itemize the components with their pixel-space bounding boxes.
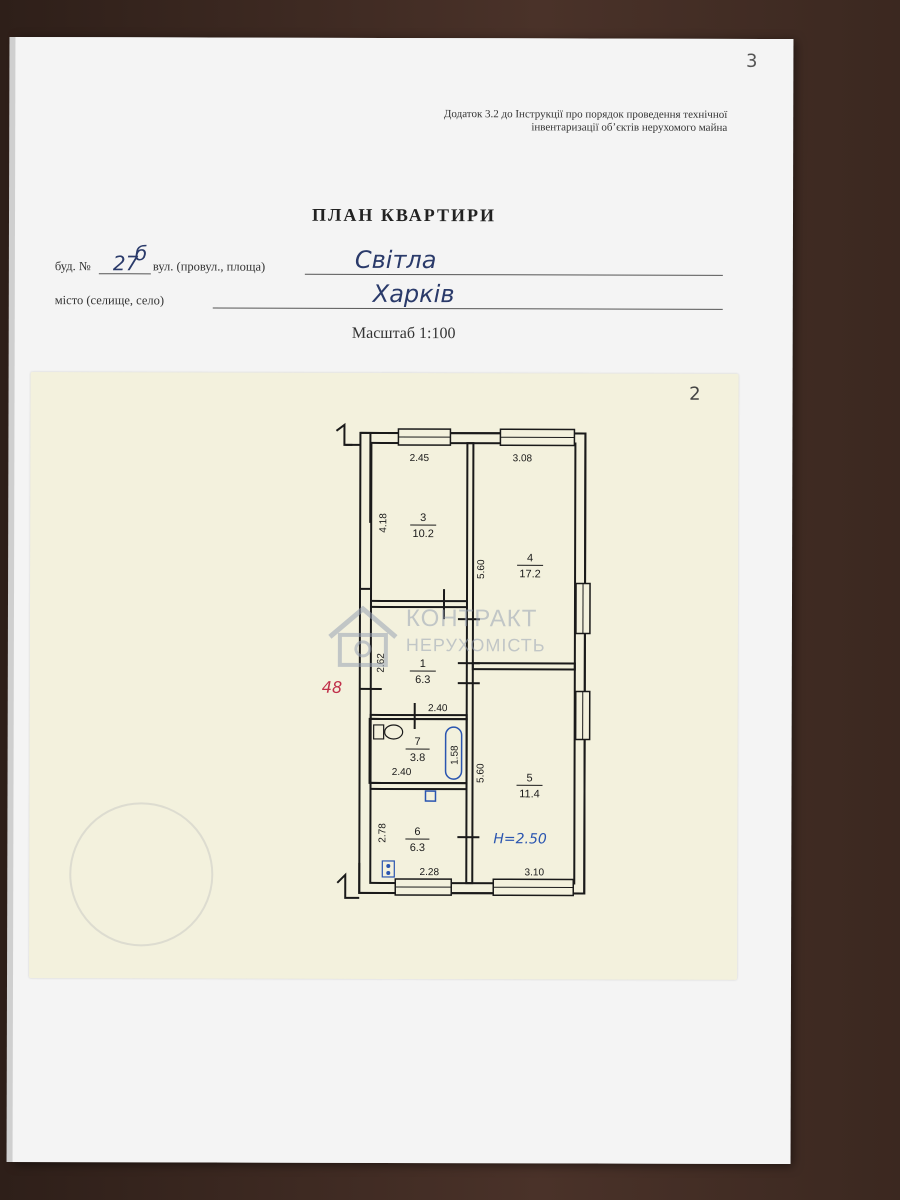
building-number-label: буд. №	[54, 259, 91, 274]
bathtub-icon	[424, 726, 463, 802]
dimension-2-45: 2.45	[410, 453, 430, 464]
room-6-number: 6	[414, 826, 420, 838]
dimension-2-62: 2.62	[376, 653, 387, 673]
city-row: місто (селище, село) Харків	[54, 280, 735, 313]
dimension-4-18: 4.18	[378, 513, 389, 533]
city-line	[212, 307, 723, 310]
apartment-number-marker: 48	[322, 678, 342, 697]
watermark: КОНТРАКТ НЕРУХОМІСТЬ	[320, 601, 620, 672]
house-logo-icon	[328, 605, 398, 667]
room-5-number: 5	[526, 772, 532, 784]
annex-note: Додаток 3.2 до Інструкції про порядок пр…	[367, 108, 727, 135]
room-1-number: 1	[420, 658, 426, 670]
room-5-area: 11.4	[519, 788, 540, 800]
room-7-number: 7	[415, 736, 421, 748]
city-label: місто (селище, село)	[54, 293, 165, 308]
document-sheet: 3 Додаток 3.2 до Інструкції про порядок …	[12, 36, 794, 1165]
dimension-2-78: 2.78	[377, 823, 388, 843]
street-value: Світла	[354, 245, 437, 275]
dimension-5-60-top: 5.60	[476, 559, 487, 579]
floor-plan-drawing: 3 10.2 4 17.2 1 6.3 7 3.8 5 11.4 6 6.3	[322, 422, 591, 899]
room-4-area: 17.2	[519, 568, 540, 580]
stove-icon	[381, 860, 395, 878]
scale-label: Масштаб 1:100	[351, 324, 456, 343]
watermark-line-2: НЕРУХОМІСТЬ	[405, 635, 546, 656]
annex-line-2: інвентаризації об’єктів нерухомого майна	[531, 121, 728, 134]
room-6-area: 6.3	[410, 842, 425, 854]
dimension-1-58: 1.58	[450, 745, 461, 765]
document-title: ПЛАН КВАРТИРИ	[311, 204, 497, 226]
dimension-3-10: 3.10	[525, 867, 545, 878]
annex-line-1: Додаток 3.2 до Інструкції про порядок пр…	[443, 108, 728, 121]
dimension-5-60-bottom: 5.60	[476, 763, 487, 783]
building-number-suffix: б	[134, 241, 148, 266]
street-label: вул. (провул., площа)	[152, 259, 266, 274]
room-1-area: 6.3	[415, 674, 430, 686]
building-row: буд. № 27 б вул. (провул., площа) Світла	[54, 241, 735, 279]
room-4-number: 4	[527, 552, 533, 564]
floor-plan-tracing: 2	[29, 372, 739, 980]
room-3-number: 3	[420, 512, 426, 524]
dimension-3-08: 3.08	[513, 453, 533, 464]
city-value: Харків	[372, 279, 455, 309]
street-line	[304, 273, 723, 276]
room-7-area: 3.8	[410, 752, 425, 764]
dimension-2-40-bottom: 2.40	[392, 767, 412, 778]
room-3-area: 10.2	[412, 528, 433, 540]
watermark-line-1: КОНТРАКТ	[405, 605, 538, 633]
toilet-icon	[373, 724, 404, 740]
ceiling-height-note: H=2.50	[493, 831, 547, 847]
dimension-2-40-top: 2.40	[428, 703, 448, 714]
dimension-2-28: 2.28	[420, 867, 440, 878]
page-number: 3	[745, 50, 758, 72]
